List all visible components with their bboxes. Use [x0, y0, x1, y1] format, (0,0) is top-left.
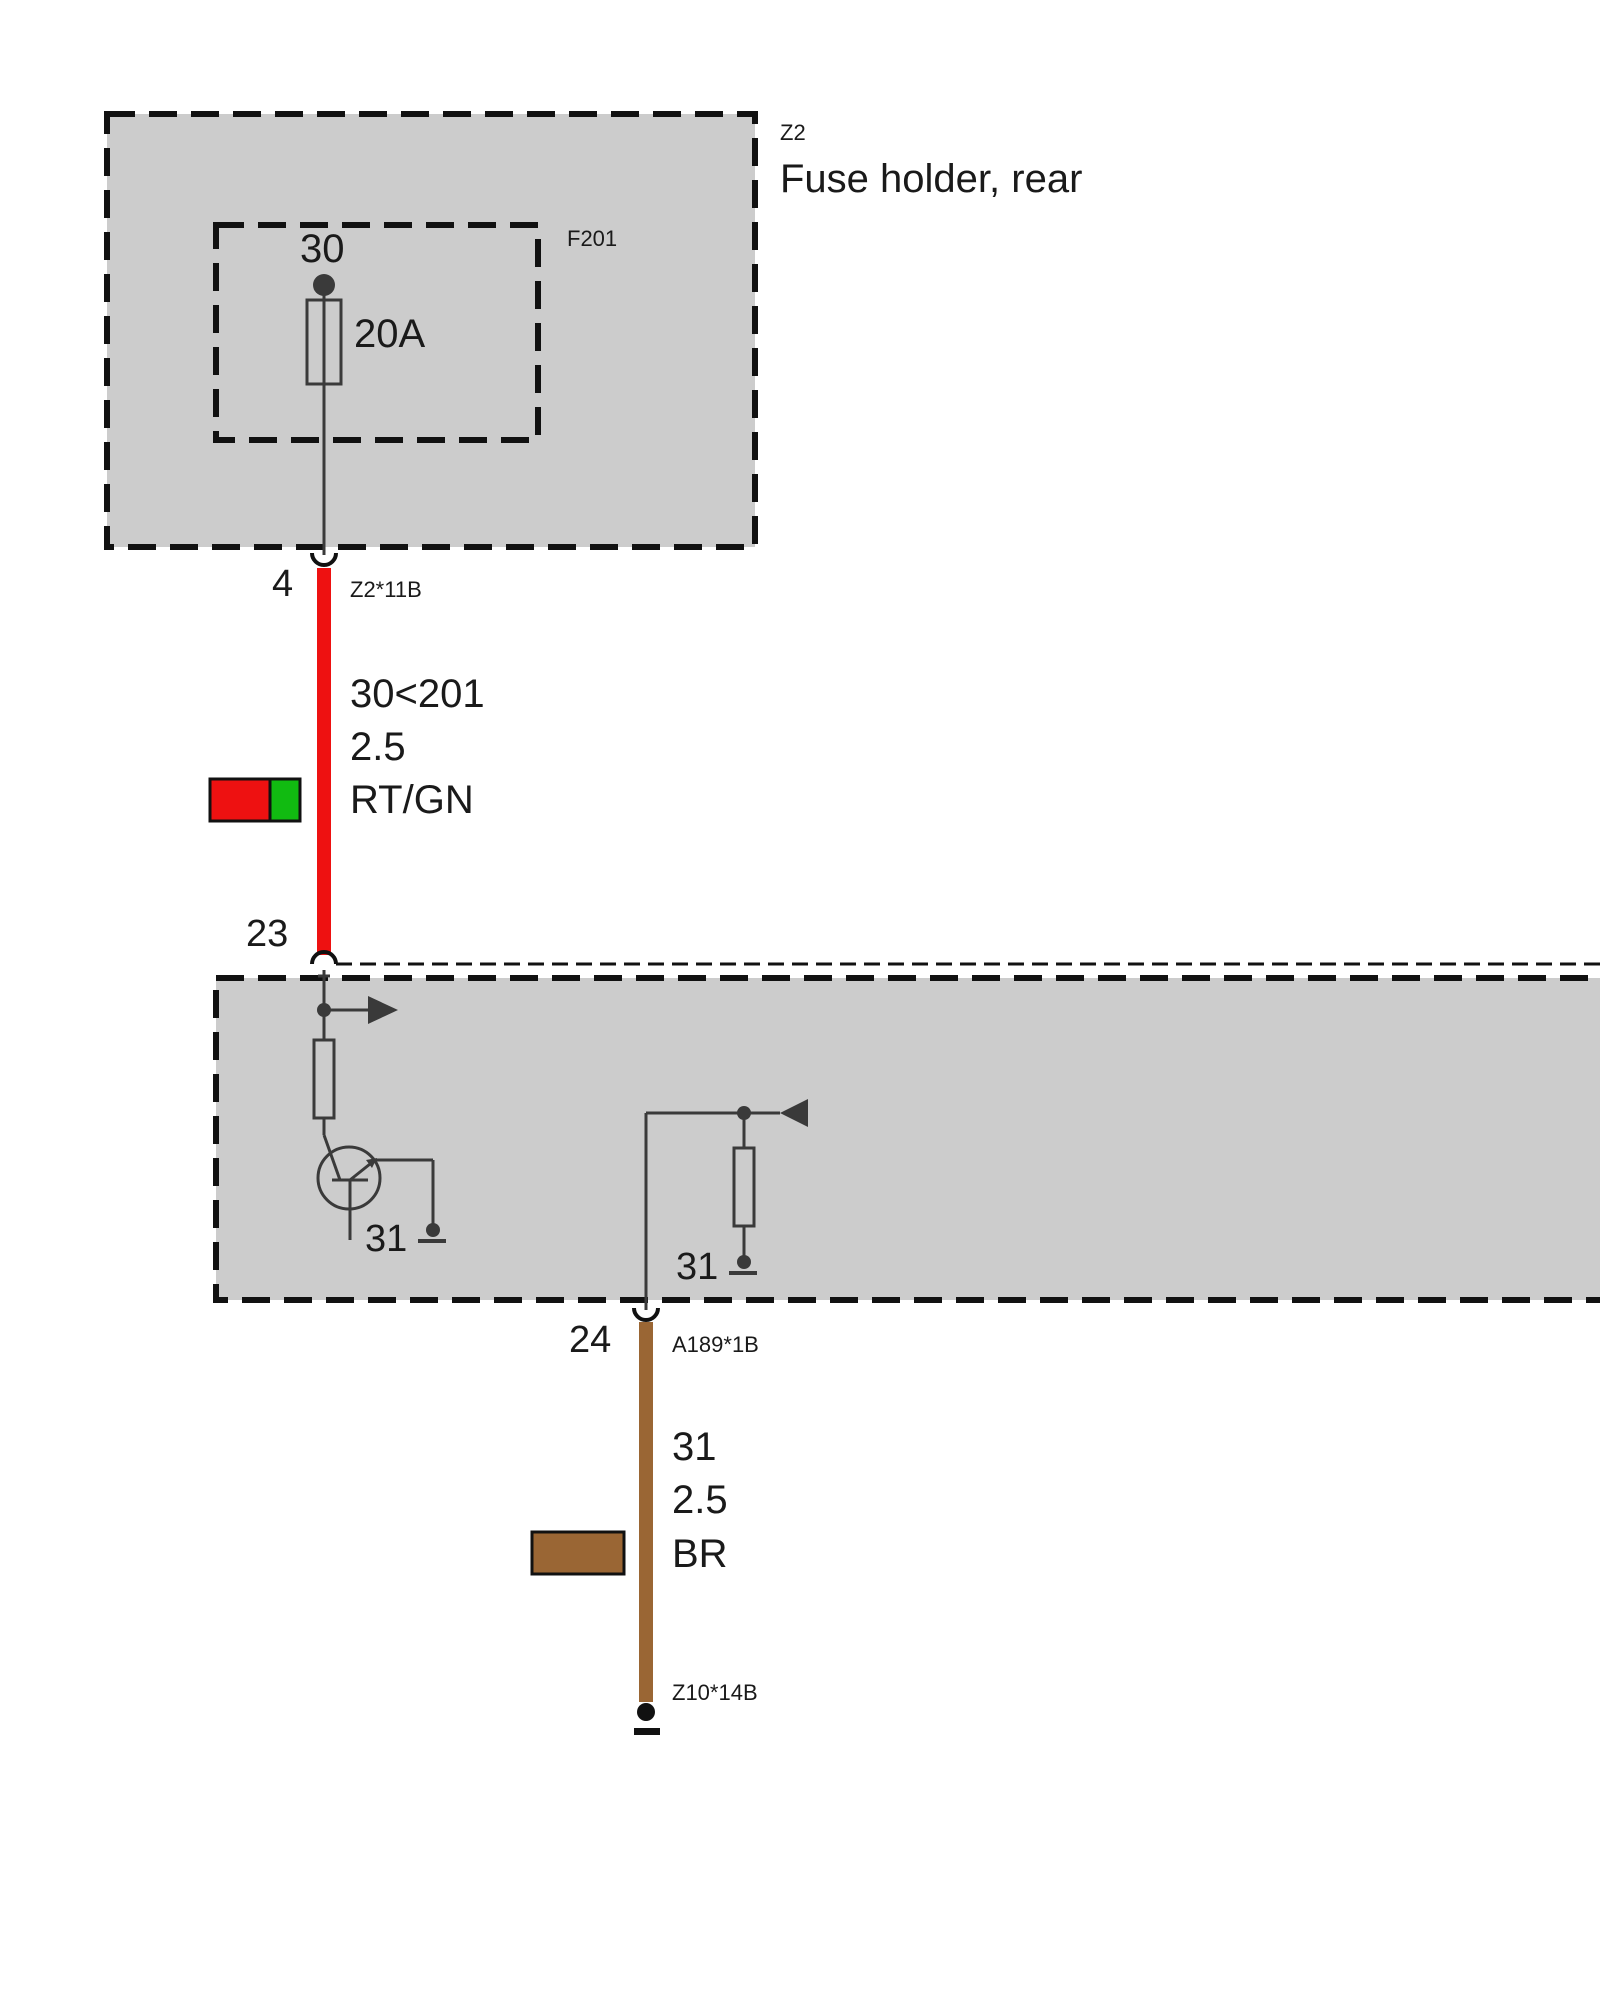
ground-connector-label: Z10*14B [672, 1680, 758, 1705]
wire-bottom-size: 2.5 [672, 1478, 728, 1522]
fuse-holder-id: Z2 [780, 120, 806, 145]
wire-bottom-circuit: 31 [672, 1425, 717, 1469]
ground-label-left: 31 [365, 1218, 407, 1260]
output-arrow-icon [368, 996, 398, 1024]
fuse-rating: 20A [354, 312, 425, 356]
fuse-holder-z2: Z2 Fuse holder, rear F201 30 20A [104, 111, 1082, 555]
pin-4-label: 4 [272, 563, 293, 605]
wire-bottom-color-code: BR [672, 1532, 728, 1576]
ground-icon [418, 1223, 446, 1243]
pin-24-label: 24 [569, 1319, 611, 1361]
wire-top-circuit: 30<201 [350, 672, 485, 716]
input-arrow-icon [780, 1099, 808, 1127]
wire-bottom: 24 A189*1B 31 2.5 BR Z10*14B [530, 1307, 759, 1735]
control-module: 31 31 [213, 962, 1600, 1310]
connector-z2-11b: Z2*11B [350, 577, 422, 602]
connector-pin-23 [310, 950, 338, 965]
fuse-holder-title: Fuse holder, rear [780, 157, 1082, 201]
ground-label-right: 31 [676, 1246, 718, 1288]
wire-top-size: 2.5 [350, 725, 406, 769]
fuse-terminal-label: 30 [300, 227, 345, 271]
wire-bottom-color-swatch [530, 1530, 626, 1576]
wire-top-color-code: RT/GN [350, 778, 474, 822]
pin-23-label: 23 [246, 913, 288, 955]
fuse-id: F201 [567, 226, 617, 251]
wire-top: 4 Z2*11B 30<201 2.5 RT/GN 23 [208, 552, 485, 965]
transistor-icon [316, 1134, 435, 1240]
wire-top-color-swatch [208, 777, 302, 823]
connector-a189-1b: A189*1B [672, 1332, 759, 1357]
connector-pin-4 [310, 552, 338, 567]
ground-icon [729, 1255, 757, 1275]
connector-pin-24 [632, 1307, 660, 1322]
fuse-f201: F201 30 20A [213, 222, 617, 443]
ground-icon [634, 1703, 660, 1735]
